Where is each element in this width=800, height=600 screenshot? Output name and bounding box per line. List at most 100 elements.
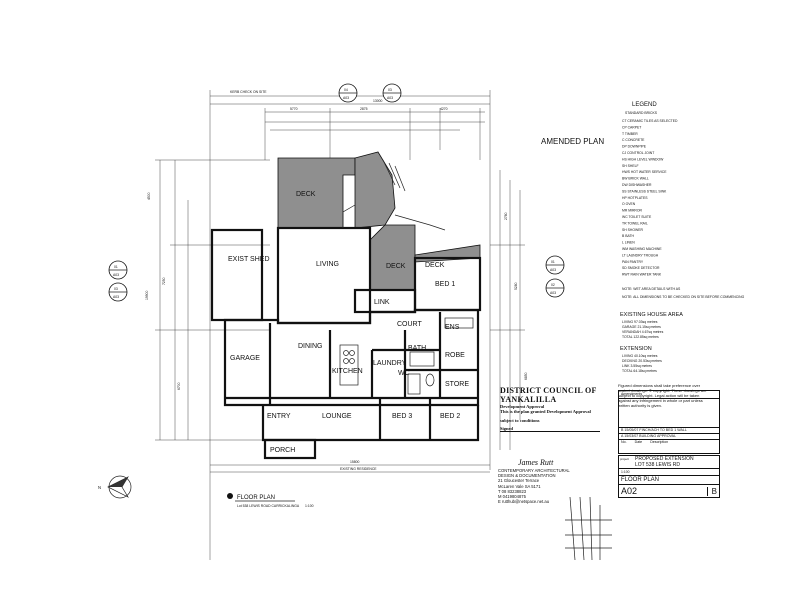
legend-item: HS HIGH LEVEL WINDOW <box>622 157 664 161</box>
section-marker-top-2[interactable]: 03 A03 <box>382 83 402 103</box>
council-stamp: DISTRICT COUNCIL OF YANKALILLA Developme… <box>500 386 630 432</box>
north-letter: N <box>98 485 101 490</box>
room-court: COURT <box>397 321 422 328</box>
amendments-title: Amendments <box>619 391 719 399</box>
legend-item: BW BRICK WALL <box>622 177 649 181</box>
legend-item: CJ CONTROL JOINT <box>622 151 654 155</box>
bottom-dim: 15800 <box>350 460 360 464</box>
legend-item: SH SHOWER <box>622 228 643 232</box>
section-marker-right-1[interactable]: 01 A03 <box>545 255 565 275</box>
area-schedule: EXISTING HOUSE AREA LIVING 97.03sq metre… <box>620 312 683 373</box>
svg-text:A03: A03 <box>387 96 393 100</box>
existing-area-title: EXISTING HOUSE AREA <box>620 312 683 318</box>
left-dimensions: 4500 7250 6700 19900 <box>145 159 270 441</box>
room-deck-mid: DECK <box>386 263 406 270</box>
room-garage: GARAGE <box>230 355 260 362</box>
svg-text:A03: A03 <box>113 295 119 299</box>
left-dim-3: 6700 <box>177 382 181 390</box>
room-wc: WC <box>398 370 410 377</box>
section-marker-left-2[interactable]: 03 A03 <box>108 282 128 302</box>
svg-text:04: 04 <box>344 88 348 92</box>
svg-text:A03: A03 <box>343 96 349 100</box>
legend: LEGEND STANDARD BRICKS CT CERAMIC TILES … <box>622 102 745 299</box>
legend-item: SS STAINLESS STEEL SINK <box>622 189 667 193</box>
room-porch: PORCH <box>270 447 295 454</box>
stamp-line3: subject to conditions <box>500 418 540 423</box>
room-living: LIVING <box>316 261 339 268</box>
amended-plan-label: AMENDED PLAN <box>541 137 604 146</box>
top-dimensions: KERB CHECK ON SITE 13000 5770 2875 4270 <box>209 90 491 560</box>
legend-item: CP CARPET <box>622 125 641 129</box>
designer-mobile: M 0419804875 <box>498 494 526 500</box>
legend-item: B BATH <box>622 234 635 238</box>
left-dim-1: 4500 <box>147 192 151 200</box>
extension-row-1: LIVING 40.10sq metres <box>622 354 658 358</box>
section-marker-left-1[interactable]: 01 A03 <box>108 260 128 280</box>
deck-mid-shape <box>369 224 416 291</box>
amend-col-desc: Description <box>650 440 669 444</box>
title-block: project PROPOSED EXTENSION LOT 538 LEWIS… <box>618 455 720 498</box>
legend-title: LEGEND <box>632 102 657 108</box>
amendment-row-a: A 15/03/07 BUILDING APPROVAL <box>619 433 719 439</box>
overall-top-dim: 13000 <box>373 99 383 103</box>
designer-block: James Rutt CONTEMPORARY ARCHITECTURAL DE… <box>498 458 608 504</box>
stamp-council: DISTRICT COUNCIL OF YANKALILLA <box>500 386 597 404</box>
room-link: LINK <box>374 299 390 306</box>
amend-col-date: Date <box>634 440 643 444</box>
existing-row-3: VERANDAH 4.67sq metres <box>622 330 664 334</box>
svg-text:03: 03 <box>114 287 118 291</box>
extension-title: EXTENSION <box>620 346 652 352</box>
north-arrow: N <box>98 475 132 499</box>
amendment-row-b: B 15/05/07 FINCH/ACH TO BED 1 WALL <box>619 427 719 433</box>
designer-address1: 21 Gloucester Terrace <box>498 478 540 484</box>
right-dim-3: 6850 <box>524 372 528 380</box>
designer-address2: McLaren Vale SA 5171 <box>498 483 541 489</box>
section-marker-right-2[interactable]: 02 A03 <box>545 278 565 298</box>
existing-row-1: LIVING 97.03sq metres <box>622 320 658 324</box>
legend-item: SH SHELF <box>622 164 639 168</box>
room-robe: ROBE <box>445 352 465 359</box>
room-exist-shed: EXIST SHED <box>228 256 270 263</box>
top-dim-1: 5770 <box>290 107 298 111</box>
right-dimensions: 2780 5280 6850 <box>490 170 528 450</box>
legend-item: LT LAUNDRY TROUGH <box>622 253 659 257</box>
designer-line2: DESIGN & DOCUMENTATION <box>498 473 556 479</box>
room-bed1: BED 1 <box>435 281 455 288</box>
walls <box>210 226 482 460</box>
scale-value: 1:100 <box>621 470 630 474</box>
legend-item: L LINEN <box>622 241 635 245</box>
caption-title: FLOOR PLAN <box>237 495 275 501</box>
legend-item: T TIMBER <box>622 132 638 136</box>
legend-item: WM WASHING MACHINE <box>622 247 662 251</box>
bottom-dimensions: 15800 EXISTING RESIDENCE <box>210 460 490 473</box>
section-marker-top-1[interactable]: 04 A03 <box>338 83 358 103</box>
room-dining: DINING <box>298 343 323 350</box>
svg-text:A03: A03 <box>113 273 119 277</box>
project-label: project <box>620 457 630 461</box>
svg-text:03: 03 <box>388 88 392 92</box>
room-entry: ENTRY <box>267 413 291 420</box>
drawing-number: A02 <box>621 486 638 496</box>
room-lounge: LOUNGE <box>322 413 352 420</box>
scale-row: 1:100 <box>619 469 719 476</box>
room-labels: DECK DECK DECK EXIST SHED LIVING BED 1 L… <box>228 191 469 454</box>
room-bed3: BED 3 <box>392 413 412 420</box>
overall-side-dim: 19900 <box>145 290 149 300</box>
right-dim-2: 5280 <box>514 282 518 290</box>
deck-right-shape <box>414 244 481 263</box>
deck-main-shape <box>277 157 356 229</box>
room-bath: BATH <box>408 345 426 352</box>
designer-phone: T 08 83238823 <box>498 488 527 494</box>
legend-item: MR MIRROR <box>622 209 643 213</box>
top-dim-3: 4270 <box>440 107 448 111</box>
designer-signature: James Rutt <box>518 458 554 467</box>
existing-row-2: GARAGE 21.15sq metres <box>622 325 661 329</box>
extension-row-2: DECKING 20.53sq metres <box>622 359 662 363</box>
room-deck-main: DECK <box>296 191 316 198</box>
left-dim-2: 7250 <box>162 277 166 285</box>
stamp-line2: This is the plan granted Development App… <box>500 409 591 414</box>
legend-item: SD SMOKE DETECTOR <box>622 266 660 270</box>
legend-item: DP DOWNPIPE <box>622 145 647 149</box>
